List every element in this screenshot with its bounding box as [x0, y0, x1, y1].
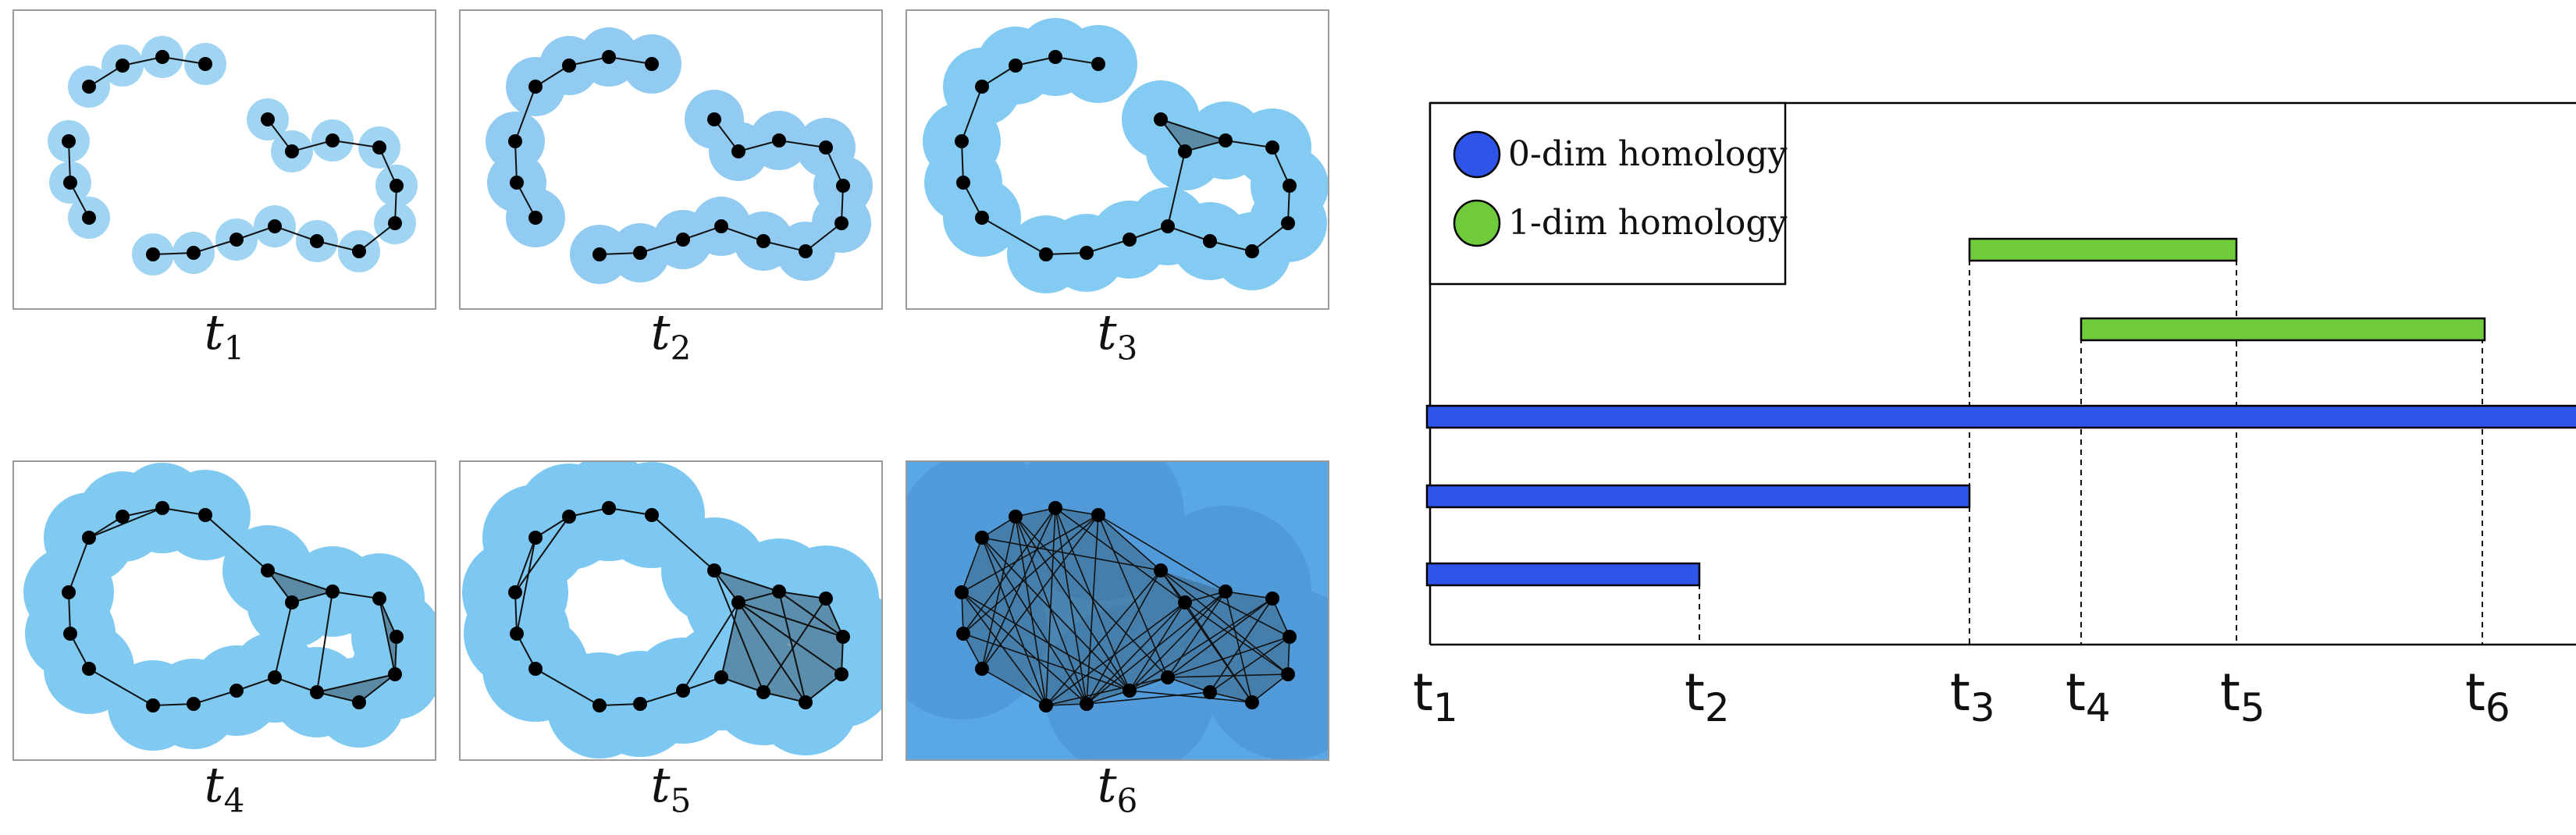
persistence-barcode: 0-dim homology 1-dim homology t1 t2 t3 t…	[1413, 101, 2576, 730]
panel-label-t3: t3	[1097, 304, 1138, 368]
legend-label-0dim: 0-dim homology	[1508, 134, 1788, 174]
complex-t3	[923, 18, 1328, 293]
bar-0dim-t1-t2	[1425, 562, 1701, 587]
tick-t1: t1	[1413, 663, 1458, 730]
filtration-panel-t2	[459, 9, 883, 310]
complex-t2	[486, 27, 873, 284]
dashed-guides	[1699, 250, 2483, 645]
filtration-panel-t1	[12, 9, 436, 310]
bar-1dim-t4-t6	[2080, 317, 2486, 342]
complex-t5	[462, 462, 881, 759]
legend-swatch-1dim	[1453, 199, 1501, 247]
filtration-panel-t6	[906, 460, 1329, 761]
legend: 0-dim homology 1-dim homology	[1429, 101, 1788, 286]
panel-label-t2: t2	[650, 304, 692, 368]
filtration-panel-t4	[12, 460, 436, 761]
tick-t6: t6	[2465, 663, 2510, 730]
complex-t6	[907, 462, 1328, 759]
complex-t4	[23, 463, 435, 751]
x-tick-labels: t1 t2 t3 t4 t5 t6	[1413, 663, 2510, 730]
tick-t5: t5	[2220, 663, 2265, 730]
panel-label-t1: t1	[204, 304, 245, 368]
bar-0dim-t1-t3	[1425, 484, 1971, 509]
filtration-panel-t5	[459, 460, 883, 761]
bar-0dim-infinite	[1425, 404, 2576, 429]
complex-t1	[48, 36, 418, 275]
legend-swatch-0dim	[1453, 130, 1501, 179]
dense-edges	[961, 507, 1290, 706]
panel-label-t4: t4	[204, 756, 245, 820]
panel-label-t6: t6	[1097, 756, 1138, 820]
tick-t2: t2	[1685, 663, 1730, 730]
legend-box	[1429, 101, 1787, 286]
tick-t4: t4	[2065, 663, 2111, 730]
legend-label-1dim: 1-dim homology	[1508, 203, 1788, 243]
panel-label-t5: t5	[650, 756, 692, 820]
bar-1dim-t3-t5	[1968, 237, 2238, 262]
tick-t3: t3	[1950, 663, 1995, 730]
filtration-panel-t3	[906, 9, 1329, 310]
